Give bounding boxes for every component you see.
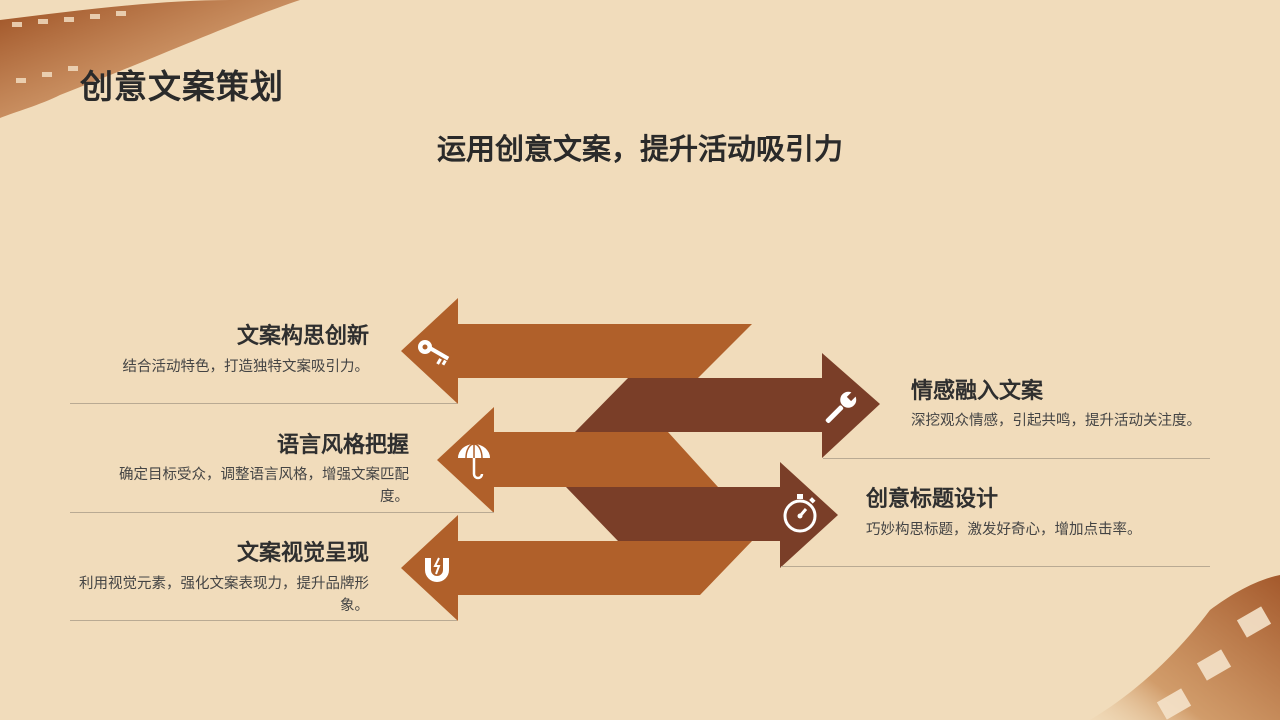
film-strip-top-left [0, 0, 300, 118]
stopwatch-icon [783, 494, 817, 533]
arrow-band-style [437, 407, 718, 513]
item-title: 情感融入文案 [911, 379, 1044, 404]
divider [781, 566, 1210, 567]
arrow-band-headline [566, 462, 838, 568]
item-title: 创意标题设计 [866, 487, 999, 512]
wrench-icon [825, 390, 858, 423]
item-title: 文案视觉呈现 [236, 541, 369, 566]
film-strip-bottom-right [1090, 575, 1280, 720]
item-desc: 利用视觉元素，强化文案表现力，提升品牌形象。 [79, 576, 369, 614]
item-desc: 结合活动特色，打造独特文案吸引力。 [122, 359, 370, 375]
page-title: 创意文案策划 [80, 67, 284, 106]
item-title: 文案构思创新 [236, 324, 369, 349]
arrow-band-concept [401, 298, 752, 404]
umbrella-icon [458, 443, 490, 480]
item-desc: 深挖观众情感，引起共鸣，提升活动关注度。 [911, 413, 1201, 429]
divider [70, 403, 457, 404]
divider [70, 620, 457, 621]
divider [70, 512, 494, 513]
key-icon [418, 340, 450, 366]
item-title: 语言风格把握 [276, 433, 409, 458]
magnet-icon [425, 554, 449, 582]
arrow-band-emotion [575, 353, 880, 458]
arrow-band-visual [401, 515, 752, 621]
page-subtitle: 运用创意文案，提升活动吸引力 [436, 132, 843, 166]
divider [823, 458, 1210, 459]
item-desc: 确定目标受众，调整语言风格，增强文案匹配度。 [119, 467, 409, 505]
item-desc: 巧妙构思标题，激发好奇心，增加点击率。 [866, 522, 1142, 538]
